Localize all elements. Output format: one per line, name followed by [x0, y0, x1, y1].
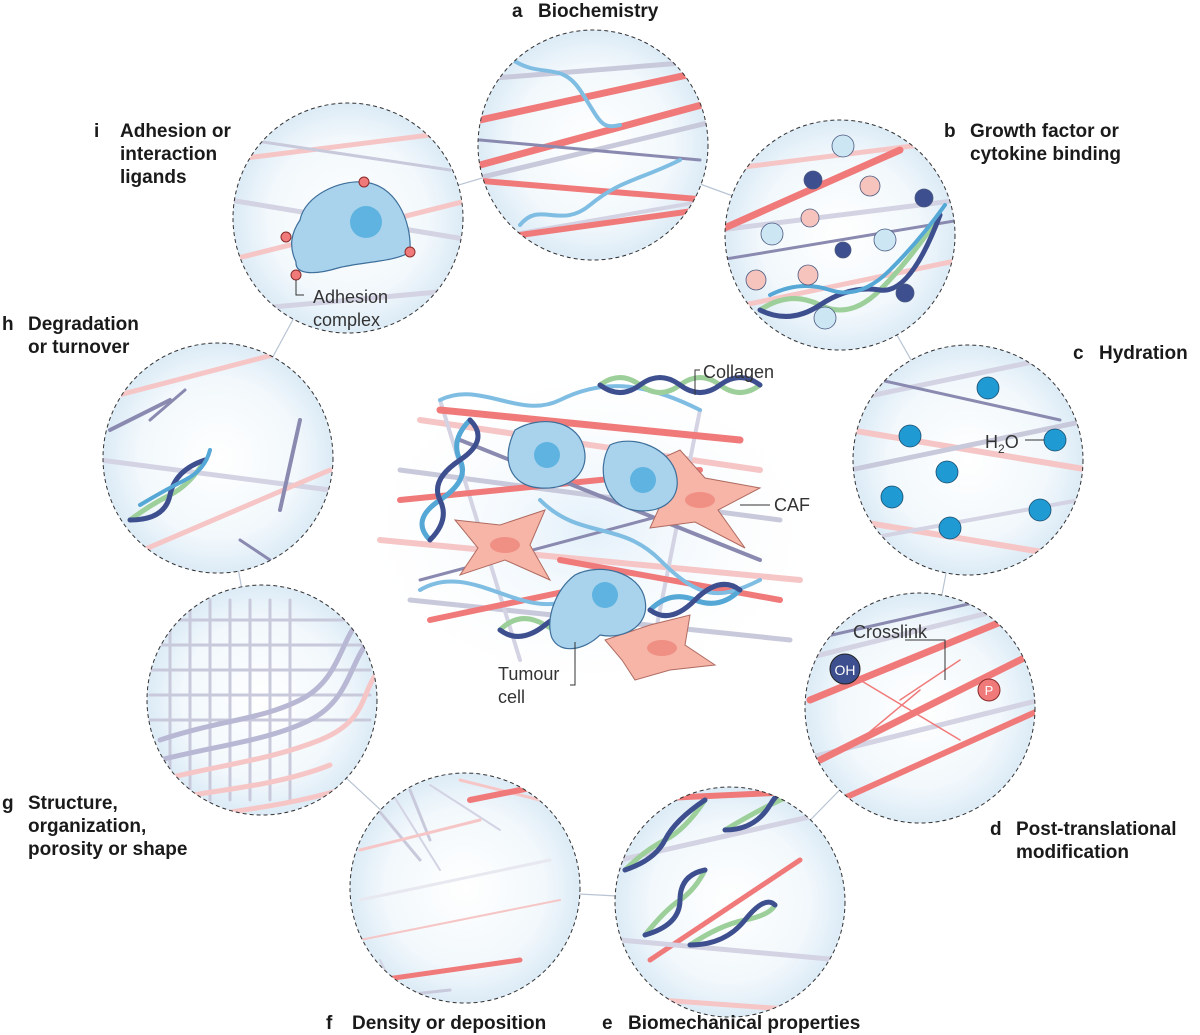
panel-f-density: [349, 772, 581, 1004]
panel-d-post-translational: Crosslink OH P: [804, 592, 1036, 824]
panel-a-biochemistry: [477, 29, 709, 261]
collagen-label: Collagen: [703, 362, 774, 382]
panel-i-adhesion: Adhesion complex: [232, 102, 464, 334]
caf-label: CAF: [774, 495, 810, 515]
phospho-label: P: [985, 683, 994, 698]
connector-ring: [217, 144, 969, 903]
adhesion-complex-label-line2: complex: [313, 310, 380, 330]
crosslink-label: Crosslink: [853, 622, 928, 642]
central-tumour-microenvironment: Collagen CAF Tumour cell: [350, 360, 830, 707]
adhesion-cell: [291, 181, 411, 274]
tumour-cell-label-line1: Tumour: [498, 664, 559, 684]
water-label: H2O: [985, 432, 1019, 456]
panel-b-growth-factor: [724, 119, 956, 351]
panel-e-biomechanical: [614, 786, 846, 1018]
tumour-cell-3: [549, 568, 647, 650]
hydroxyl-label: OH: [835, 662, 856, 678]
tumour-cell-label-line2: cell: [498, 687, 525, 707]
panel-g-structure: [146, 584, 378, 816]
adhesion-complex-label-line1: Adhesion: [313, 287, 388, 307]
panel-h-degradation: [102, 342, 334, 574]
panel-c-hydration: H2O: [852, 344, 1084, 576]
